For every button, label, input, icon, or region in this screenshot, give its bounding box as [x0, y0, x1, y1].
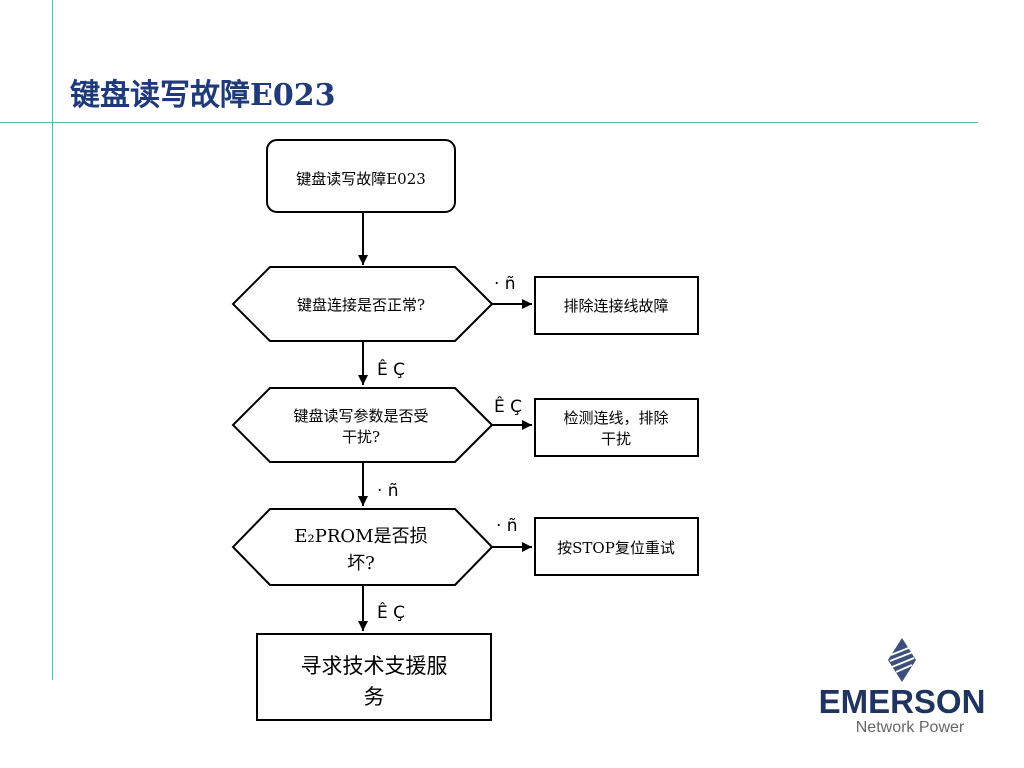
page-title: 键盘读写故障E023	[70, 78, 336, 113]
d3-yes-label: Ê Ç	[377, 601, 405, 623]
decision-interference-label-2: 干扰?	[342, 428, 380, 446]
decision-eeprom-label-1: E₂PROM是否损	[294, 526, 427, 547]
left-accent-line	[52, 0, 53, 680]
decision-interference	[231, 387, 494, 463]
end-node-label-2: 务	[364, 685, 385, 709]
d1-no-label: · ñ	[494, 274, 516, 294]
d1-yes-label: Ê Ç	[377, 358, 405, 380]
action-check-wiring-label-2: 干扰	[601, 430, 631, 448]
emerson-tagline: Network Power	[855, 719, 965, 736]
decision-interference-label-1: 键盘读写参数是否受	[293, 407, 428, 425]
start-node	[266, 139, 456, 213]
emerson-logo: EMERSON Network Power	[814, 636, 990, 740]
emerson-wordmark: EMERSON	[818, 683, 986, 720]
action-check-wiring-label-1: 检测连线，排除	[563, 409, 668, 427]
decision-eeprom-label-2: 坏?	[347, 553, 375, 574]
action-check-wiring	[534, 398, 699, 457]
d2-no-label: · ñ	[377, 481, 399, 501]
decision-keyboard-connection-label: 键盘连接是否正常?	[297, 296, 425, 314]
action-fix-cable	[534, 276, 699, 335]
end-node-label-1: 寻求技术支援服	[301, 654, 448, 678]
decision-keyboard-connection	[231, 266, 494, 342]
d2-yes-label: Ê Ç	[494, 395, 522, 417]
action-reset-stop	[534, 517, 699, 576]
start-node-label: 键盘读写故障E023	[296, 170, 426, 188]
action-fix-cable-label: 排除连接线故障	[563, 297, 668, 315]
d3-no-label: · ñ	[496, 516, 518, 536]
header-divider-line	[0, 122, 978, 123]
emerson-diamond-icon	[888, 638, 916, 682]
end-node-tech-support	[256, 633, 492, 721]
action-reset-stop-label: 按STOP复位重试	[557, 539, 675, 557]
decision-eeprom	[231, 508, 494, 586]
